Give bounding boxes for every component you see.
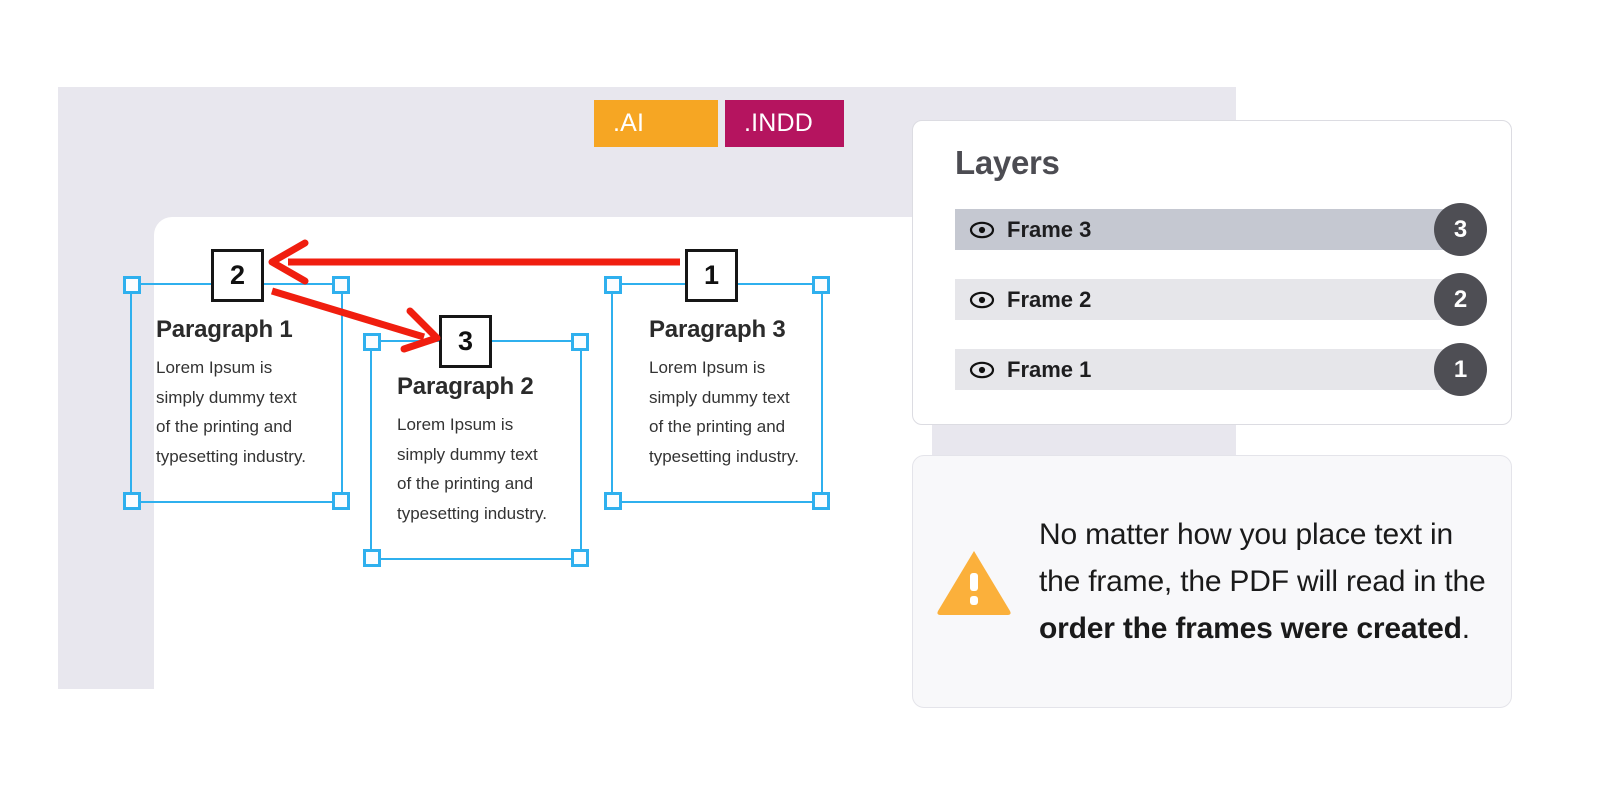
layer-row-frame-2[interactable]: Frame 2 2 bbox=[955, 273, 1487, 326]
visibility-eye-icon[interactable] bbox=[969, 361, 995, 379]
frame-handle-top-left[interactable] bbox=[604, 276, 622, 294]
layers-panel-title: Layers bbox=[955, 144, 1060, 181]
warning-note-text: No matter how you place text in the fram… bbox=[1039, 511, 1493, 652]
frame-handle-top-right[interactable] bbox=[332, 276, 350, 294]
paragraph-3: Paragraph 3 Lorem Ipsum is simply dummy … bbox=[649, 316, 849, 471]
layer-count-frame-1: 1 bbox=[1434, 343, 1487, 396]
layer-row-frame-1[interactable]: Frame 1 1 bbox=[955, 343, 1487, 396]
paragraph-1: Paragraph 1 Lorem Ipsum is simply dummy … bbox=[156, 316, 356, 471]
visibility-eye-icon[interactable] bbox=[969, 221, 995, 239]
frame-handle-bottom-right[interactable] bbox=[332, 492, 350, 510]
frame-handle-bottom-right[interactable] bbox=[571, 549, 589, 567]
frame-handle-top-right[interactable] bbox=[571, 333, 589, 351]
frame-handle-top-right[interactable] bbox=[812, 276, 830, 294]
paragraph-1-title: Paragraph 1 bbox=[156, 316, 293, 343]
warning-note-text-after: . bbox=[1461, 612, 1470, 645]
order-badge-paragraph-2-value: 3 bbox=[457, 326, 474, 356]
frame-handle-top-left[interactable] bbox=[363, 333, 381, 351]
text-frame-paragraph-2[interactable] bbox=[363, 333, 589, 567]
warning-triangle-icon bbox=[937, 550, 1011, 615]
tab-ai[interactable]: .AI bbox=[594, 100, 718, 147]
visibility-eye-icon[interactable] bbox=[969, 291, 995, 309]
order-badge-paragraph-2: 3 bbox=[439, 315, 492, 368]
paragraph-2: Paragraph 2 Lorem Ipsum is simply dummy … bbox=[397, 373, 597, 528]
paragraph-2-title: Paragraph 2 bbox=[397, 373, 534, 400]
frame-handle-top-left[interactable] bbox=[123, 276, 141, 294]
layers-panel: Layers Frame 3 3 Frame 2 2 Frame 1 1 bbox=[912, 120, 1512, 425]
warning-note-card: No matter how you place text in the fram… bbox=[912, 455, 1512, 708]
order-badge-paragraph-3-value: 1 bbox=[703, 260, 720, 290]
paragraph-1-body: Lorem Ipsum is simply dummy text of the … bbox=[156, 358, 306, 466]
order-badge-paragraph-3: 1 bbox=[685, 249, 738, 302]
frame-handle-bottom-right[interactable] bbox=[812, 492, 830, 510]
layer-count-frame-2: 2 bbox=[1434, 273, 1487, 326]
warning-note-text-bold: order the frames were created bbox=[1039, 612, 1462, 645]
paragraph-2-body: Lorem Ipsum is simply dummy text of the … bbox=[397, 415, 547, 523]
frame-handle-bottom-left[interactable] bbox=[604, 492, 622, 510]
frame-handle-bottom-left[interactable] bbox=[363, 549, 381, 567]
order-badge-paragraph-1-value: 2 bbox=[229, 260, 246, 290]
tab-ai-label: .AI bbox=[613, 109, 645, 137]
layer-row-frame-3[interactable]: Frame 3 3 bbox=[955, 203, 1487, 256]
tab-indd-label: .INDD bbox=[744, 109, 814, 137]
layer-count-frame-3: 3 bbox=[1434, 203, 1487, 256]
layer-name-frame-3: Frame 3 bbox=[1007, 216, 1092, 242]
layer-name-frame-2: Frame 2 bbox=[1007, 286, 1092, 312]
frame-handle-bottom-left[interactable] bbox=[123, 492, 141, 510]
order-badge-paragraph-1: 2 bbox=[211, 249, 264, 302]
paragraph-3-body: Lorem Ipsum is simply dummy text of the … bbox=[649, 358, 799, 466]
tab-indd[interactable]: .INDD bbox=[725, 100, 844, 147]
layer-name-frame-1: Frame 1 bbox=[1007, 356, 1092, 382]
warning-note-text-before: No matter how you place text in the fram… bbox=[1039, 518, 1486, 598]
paragraph-3-title: Paragraph 3 bbox=[649, 316, 786, 343]
